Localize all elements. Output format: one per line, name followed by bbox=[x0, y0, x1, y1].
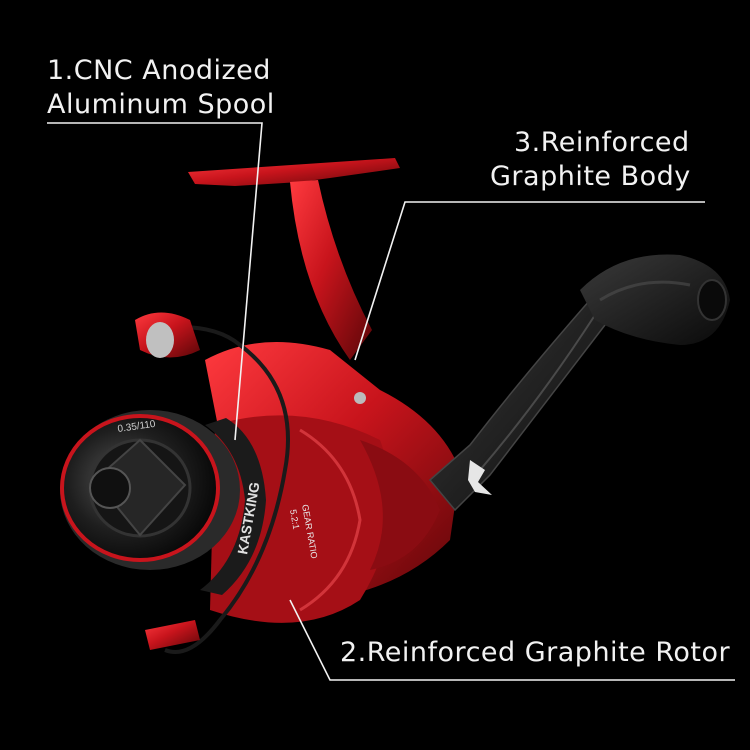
callout-spool-line2: Aluminum Spool bbox=[47, 89, 275, 120]
gear-ratio-value: 5.2:1 bbox=[288, 509, 301, 530]
callout-spool-line1: 1.CNC Anodized bbox=[47, 55, 271, 86]
callout-rotor: 2.Reinforced Graphite Rotor bbox=[340, 636, 730, 670]
callout-body-line1: 3.Reinforced bbox=[514, 127, 690, 158]
kastking-logo-icon bbox=[468, 460, 492, 495]
callout-spool: 1.CNC Anodized Aluminum Spool bbox=[47, 54, 275, 122]
callout-body-line2: Graphite Body bbox=[490, 161, 691, 192]
reel-stem bbox=[290, 180, 372, 360]
handle-arm bbox=[428, 289, 615, 512]
callout-rotor-line1: 2.Reinforced Graphite Rotor bbox=[340, 637, 731, 668]
callout-line-spool bbox=[47, 122, 263, 441]
bail-arm bbox=[149, 325, 290, 654]
callout-line-rotor bbox=[289, 599, 735, 681]
reel-foot bbox=[188, 158, 400, 186]
spool-knob bbox=[89, 467, 131, 509]
callout-body: 3.Reinforced Graphite Body bbox=[490, 126, 691, 194]
handle-knob bbox=[580, 254, 730, 345]
callout-line-body bbox=[354, 201, 705, 361]
spool-spec: 0.35/110 bbox=[117, 419, 157, 435]
